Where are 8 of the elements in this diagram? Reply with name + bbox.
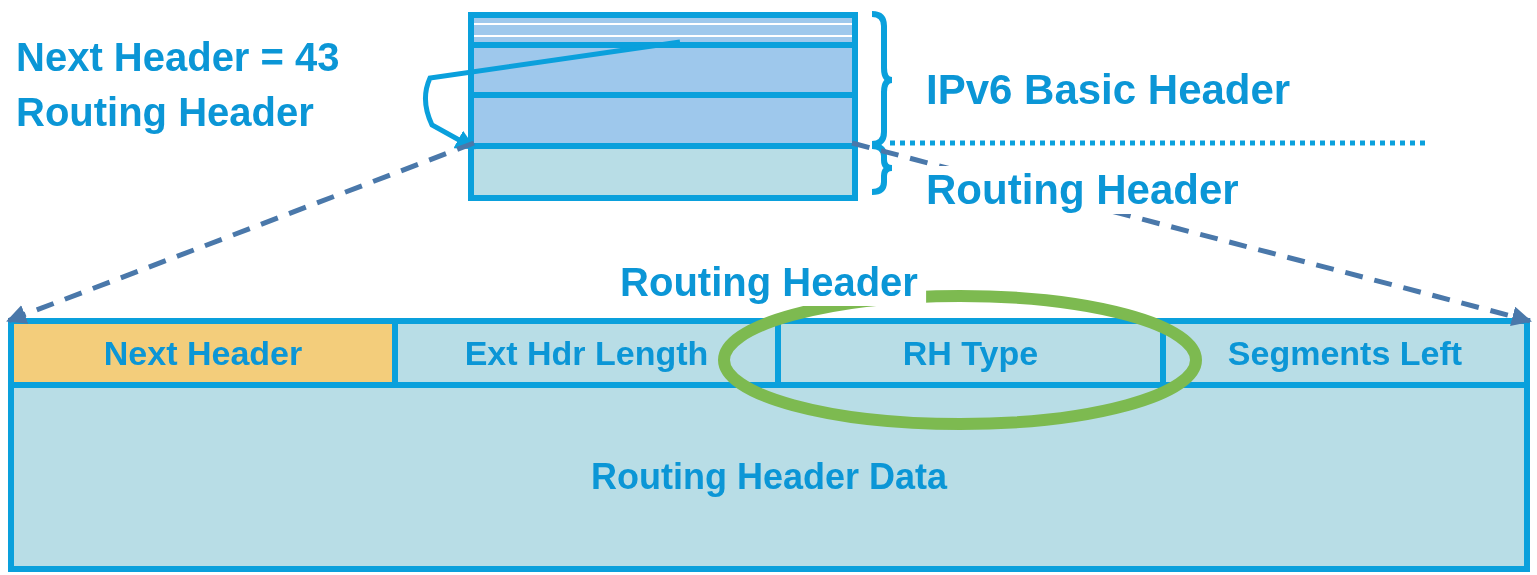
field-cell: Ext Hdr Length bbox=[398, 324, 781, 388]
packet-drawing bbox=[468, 12, 858, 201]
routing-header-row bbox=[474, 143, 852, 195]
dashed-arrow bbox=[851, 140, 1532, 326]
curved-arrow bbox=[423, 39, 681, 151]
header-fields-strip bbox=[474, 18, 852, 42]
dashed-arrow bbox=[6, 140, 475, 324]
field-cell: Next Header bbox=[14, 324, 398, 388]
